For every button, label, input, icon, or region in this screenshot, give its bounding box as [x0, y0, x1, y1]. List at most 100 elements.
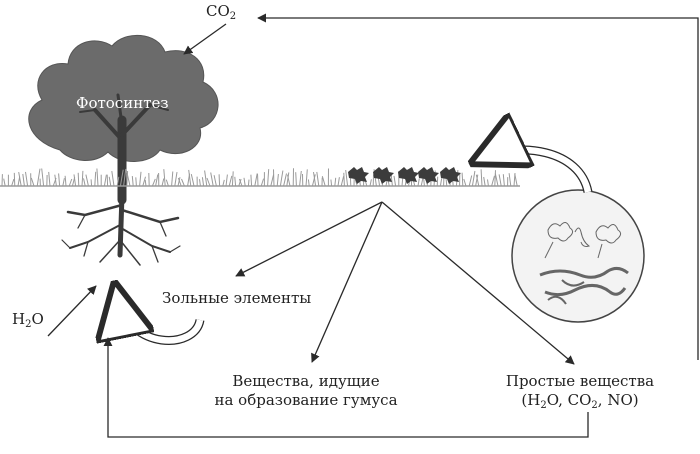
grass-blade — [200, 179, 201, 186]
grass-blade — [59, 173, 60, 186]
grass-blade — [346, 170, 348, 186]
grass-blade — [211, 173, 214, 187]
grass-blade — [488, 179, 489, 186]
grass-blade — [140, 172, 141, 186]
grass-blade — [14, 173, 15, 186]
grass-blade — [258, 174, 259, 186]
grass-blade — [132, 176, 133, 186]
grass-blade — [12, 179, 14, 186]
grass-blade — [277, 174, 278, 186]
to-humus-arrow — [312, 202, 382, 362]
grass-blade — [271, 175, 274, 187]
to-ash-arrow — [236, 202, 382, 276]
grass-blade — [152, 179, 155, 186]
grass-blade — [95, 172, 96, 186]
grass-blade — [202, 177, 203, 186]
grass-blade — [306, 169, 307, 186]
grass-blade — [344, 173, 345, 186]
grass-blade — [97, 169, 98, 187]
grass-blade — [495, 174, 498, 187]
grass-blade — [182, 179, 185, 186]
grass-blade — [229, 176, 232, 186]
grass-blade — [300, 171, 302, 186]
return-co2-arrow — [258, 18, 698, 360]
grass-blade — [112, 171, 114, 186]
grass-blade — [84, 178, 86, 186]
grass-blade — [370, 179, 371, 186]
grass-blade — [472, 171, 475, 186]
humus-line-1: Вещества, идущие — [206, 372, 406, 391]
grass-blade — [515, 174, 517, 186]
grass-blade — [492, 176, 495, 186]
grass-blade — [268, 169, 269, 186]
grass-blade — [317, 172, 319, 186]
grass-blade — [331, 180, 332, 186]
grass-blade — [481, 169, 482, 186]
grass-blade — [42, 169, 44, 187]
grass-blade — [255, 174, 257, 187]
grass-blade — [23, 174, 25, 186]
co2-uptake-arrow — [184, 24, 226, 54]
humus-line-2: на образование гумуса — [206, 391, 406, 410]
grass-blade — [437, 177, 438, 186]
grass-blade — [261, 179, 263, 186]
grass-blade — [232, 171, 233, 186]
grass-blade — [86, 175, 89, 186]
grass-blade — [175, 172, 177, 186]
grass-blade — [219, 174, 220, 186]
grass-blade — [499, 174, 501, 186]
grass-blade — [440, 178, 441, 186]
grass-blade — [191, 174, 194, 186]
grass-blade — [308, 179, 309, 186]
grass-blade — [251, 175, 252, 186]
grass-blade — [172, 172, 173, 187]
grass-blade — [335, 178, 336, 186]
grass-blade — [484, 177, 486, 186]
grass-blade — [65, 176, 66, 186]
tree-roots — [62, 195, 180, 265]
grass-blade — [109, 177, 111, 186]
grass-blade — [4, 179, 5, 186]
grass-blade — [464, 179, 466, 186]
grass-blade — [274, 169, 275, 186]
grass-blade — [136, 177, 137, 186]
photosynthesis-label: Фотосинтез — [76, 94, 169, 113]
grass-blade — [31, 178, 34, 186]
grass-blade — [104, 175, 106, 186]
simple-line-2: (H2O, CO2, NO) — [490, 391, 670, 410]
simple-line-1: Простые вещества — [490, 372, 670, 391]
grass-blade — [49, 172, 50, 186]
grass-blade — [78, 173, 79, 186]
grass-blade — [91, 179, 92, 186]
grass-blade — [244, 178, 245, 186]
decomposer-circle — [512, 190, 644, 322]
grass-blade — [503, 174, 504, 186]
grass-blade — [164, 169, 165, 186]
grass-blade — [37, 169, 40, 186]
grass-blade — [63, 178, 65, 186]
grass-blade — [338, 177, 339, 186]
grass-blade — [226, 175, 227, 186]
grass-blade — [248, 180, 249, 186]
grass-blade — [82, 171, 83, 186]
grass-blade — [69, 179, 72, 186]
grass-blade — [235, 177, 236, 186]
grass-blade — [156, 175, 158, 187]
grass-blade — [418, 178, 419, 186]
grass-blade — [223, 180, 225, 186]
grass-blade — [166, 180, 168, 186]
grass-blade — [394, 176, 396, 186]
grass-blade — [205, 171, 207, 187]
grass-blade — [162, 179, 164, 187]
co2-label: CO2 — [206, 2, 236, 21]
grass-blade — [469, 176, 472, 187]
grass-blade — [207, 178, 210, 186]
grass-blade — [462, 173, 463, 186]
h2o-label: H2O — [12, 310, 44, 329]
ash-elements-label: Зольные элементы — [162, 289, 311, 308]
grass-blade — [214, 175, 216, 186]
grass-blade — [284, 174, 287, 187]
grass-blade — [495, 170, 496, 186]
simple-substances-label: Простые вещества (H2O, CO2, NO) — [490, 372, 670, 410]
